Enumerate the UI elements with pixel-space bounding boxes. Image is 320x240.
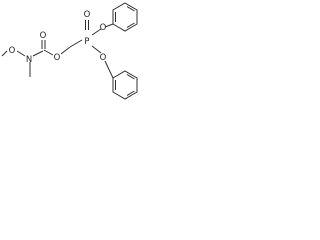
molecule-drawing: P O O O O O N O bbox=[1, 2, 138, 100]
top-phenoxy-oxygen-label: O bbox=[100, 23, 107, 33]
bond-o-top-phenyl bbox=[104, 23, 114, 28]
methoxy-oxygen-label: O bbox=[9, 46, 16, 56]
bond-o-carbonyl-c bbox=[43, 49, 54, 56]
phosphorus-atom-label: P bbox=[84, 37, 89, 47]
bond-p-o-top bbox=[91, 28, 102, 36]
bond-ch2-o bbox=[60, 46, 71, 55]
bond-n-o-methoxy bbox=[16, 50, 26, 57]
bond-p-ch2 bbox=[69, 39, 83, 48]
bottom-phenyl-outline bbox=[112, 70, 138, 100]
bottom-phenyl-double-bond-1 bbox=[126, 74, 135, 80]
bond-o-bottom-phenyl bbox=[104, 60, 114, 79]
structure-diagram: P O O O O O N O bbox=[0, 0, 153, 109]
bottom-phenoxy-oxygen-label: O bbox=[100, 53, 107, 63]
ester-oxygen-label: O bbox=[54, 53, 61, 63]
bond-c-n bbox=[32, 50, 44, 57]
top-phenyl-ring bbox=[112, 2, 138, 32]
bond-o-methyl bbox=[1, 50, 8, 57]
top-phenyl-double-bond-2 bbox=[126, 22, 135, 28]
top-phenyl-outline bbox=[112, 2, 138, 32]
top-phenyl-double-bond-1 bbox=[126, 6, 135, 12]
bottom-phenyl-ring bbox=[112, 70, 138, 100]
amide-nitrogen-label: N bbox=[26, 55, 32, 65]
bond-p-o-bottom bbox=[91, 45, 102, 54]
bottom-phenyl-double-bond-2 bbox=[126, 90, 135, 96]
carbonyl-oxygen-label: O bbox=[40, 31, 47, 41]
phosphoryl-oxygen-label: O bbox=[84, 10, 91, 20]
